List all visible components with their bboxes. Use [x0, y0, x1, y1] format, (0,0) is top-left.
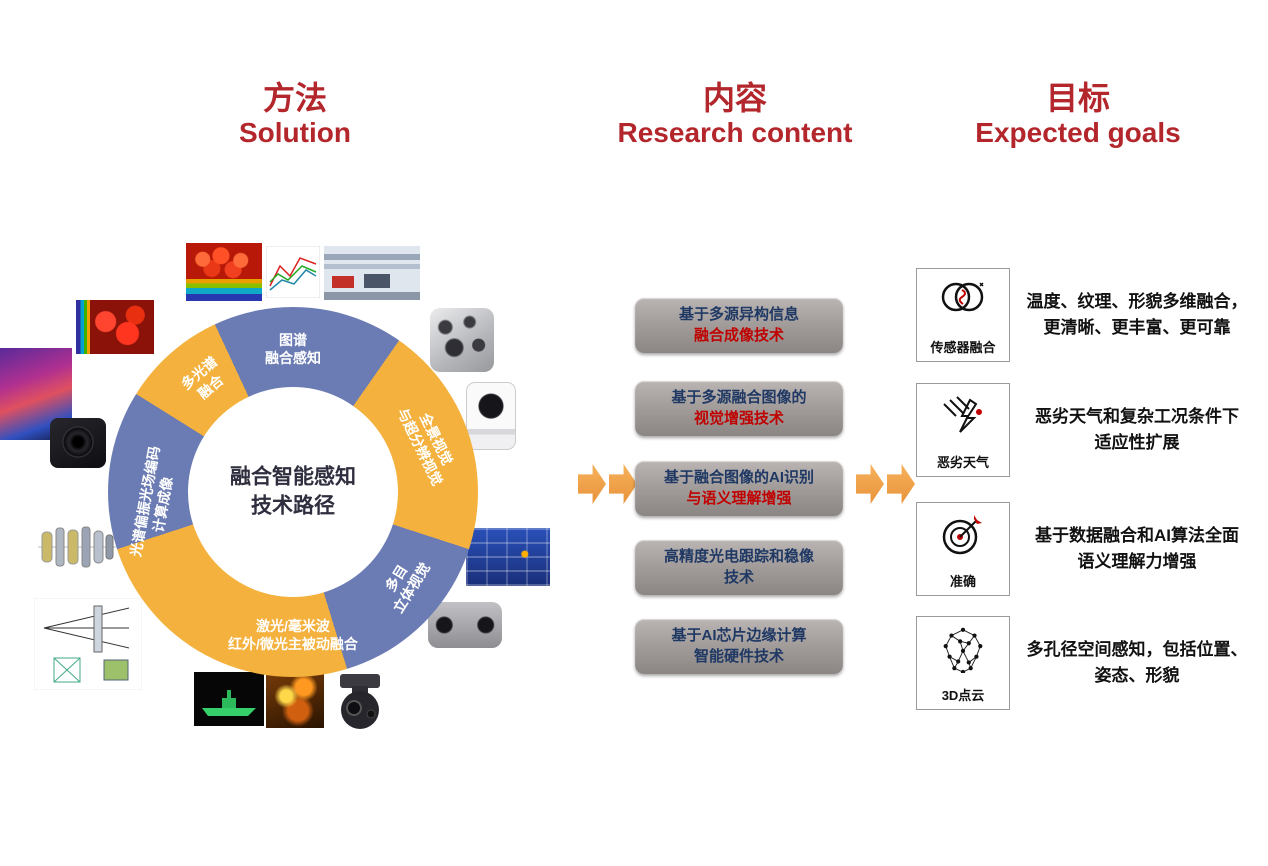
solution-header: 方法 Solution — [145, 80, 445, 149]
content-header-zh: 内容 — [702, 80, 767, 116]
goal-label: 传感器融合 — [930, 340, 996, 355]
goal-text-bad-weather: 恶劣天气和复杂工况条件下 适应性扩展 — [1035, 407, 1239, 452]
content-header: 内容 Research content — [585, 80, 885, 149]
content-box-line1: 基于融合图像的AI识别 — [663, 469, 814, 486]
content-box-line2: 技术 — [723, 569, 754, 586]
thermal-ship-image — [194, 672, 264, 726]
content-box-tracking-stabilization: 高精度光电跟踪和稳像 技术 — [635, 540, 843, 595]
goal-label: 恶劣天气 — [936, 455, 989, 470]
content-box-line1: 基于AI芯片边缘计算 — [671, 627, 807, 644]
accuracy-target-icon — [942, 515, 982, 555]
content-header-en: Research content — [617, 116, 853, 148]
right-arrow-icon — [887, 464, 915, 504]
content-box-line1: 基于多源异构信息 — [678, 306, 799, 323]
bad-weather-icon — [943, 396, 982, 433]
goal-box-bad-weather: 恶劣天气 — [916, 383, 1010, 477]
ring-segment-laser-fusion: 激光/毫米波 红外/微光主被动融合 — [228, 617, 358, 652]
ring-center-title: 融合智能感知 技术路径 — [230, 465, 356, 518]
content-box-line1: 基于多源融合图像的 — [671, 389, 807, 406]
right-arrow-icon — [856, 464, 884, 504]
content-box-ai-recognition: 基于融合图像的AI识别 与语义理解增强 — [635, 461, 843, 516]
goal-text-point-cloud: 多孔径空间感知，包括位置、 姿态、形貌 — [1026, 640, 1248, 685]
goals-header: 目标 Expected goals — [928, 80, 1228, 149]
optical-path-diagram — [33, 597, 143, 691]
goal-text-accuracy: 基于数据融合和AI算法全面 语义理解力增强 — [1035, 526, 1239, 571]
ring-segment-computational-imaging: 光谱偏振光场编码 计算成像 — [127, 444, 176, 558]
content-box-line2: 与语义理解增强 — [686, 490, 792, 507]
arrow-content-to-goals — [856, 464, 915, 504]
right-arrow-icon — [609, 464, 637, 504]
goal-box-sensor-fusion: 传感器融合 — [916, 268, 1010, 362]
point-cloud-icon — [943, 627, 983, 673]
goal-text-sensor-fusion: 温度、纹理、形貌多维融合， 更清晰、更丰富、更可靠 — [1026, 292, 1248, 337]
solution-ring: 融合智能感知 技术路径 图谱 融合感知 全景视觉 与超分辨视觉 多目 立体视觉 … — [108, 307, 478, 677]
thermal-ship-svg — [202, 690, 256, 716]
goals-header-en: Expected goals — [975, 116, 1181, 148]
pipeline-photo — [324, 246, 420, 300]
stereo-camera — [428, 602, 502, 648]
red-berries-thermal-image — [76, 300, 154, 354]
spectral-curves-chart — [265, 245, 321, 299]
goal-label: 准确 — [949, 574, 976, 589]
content-box-vision-enhancement: 基于多源融合图像的 视觉增强技术 — [635, 381, 843, 436]
content-box-fusion-imaging: 基于多源异构信息 融合成像技术 — [635, 298, 843, 353]
goal-box-accuracy: 准确 — [916, 502, 1010, 596]
gimbal-camera — [326, 672, 394, 732]
content-box-line2: 智能硬件技术 — [693, 648, 784, 665]
arrow-solution-to-content — [578, 464, 637, 504]
ptz-camera — [466, 382, 516, 450]
ring-center-circle — [188, 387, 398, 597]
optical-path-svg — [33, 597, 143, 691]
goals-header-zh: 目标 — [1045, 80, 1110, 116]
content-box-edge-computing: 基于AI芯片边缘计算 智能硬件技术 — [635, 619, 843, 674]
gimbal-camera-svg — [340, 674, 380, 729]
content-box-line2: 视觉增强技术 — [693, 410, 784, 427]
thermal-boxes-image — [466, 528, 550, 586]
lens-stack-diagram — [36, 518, 118, 576]
thermal-fruit-3d-image — [186, 243, 262, 301]
sensor-fusion-icon — [941, 282, 984, 312]
content-box-line1: 高精度光电跟踪和稳像 — [663, 548, 814, 565]
lens-stack-svg — [38, 526, 116, 568]
goal-box-point-cloud: 3D点云 — [916, 616, 1010, 710]
goal-label: 3D点云 — [941, 688, 985, 703]
spectral-curves-svg — [265, 245, 321, 299]
right-arrow-icon — [578, 464, 606, 504]
content-box-line2: 融合成像技术 — [693, 327, 784, 344]
panoramic-cube-camera — [430, 308, 494, 372]
solution-header-en: Solution — [239, 116, 351, 148]
pipeline-svg — [324, 246, 420, 300]
thermal-scene-gold-image — [266, 670, 324, 728]
ring-segment-map-fusion: 图谱 融合感知 — [265, 331, 321, 366]
solution-header-zh: 方法 — [262, 80, 327, 116]
lens-camera — [50, 418, 106, 468]
